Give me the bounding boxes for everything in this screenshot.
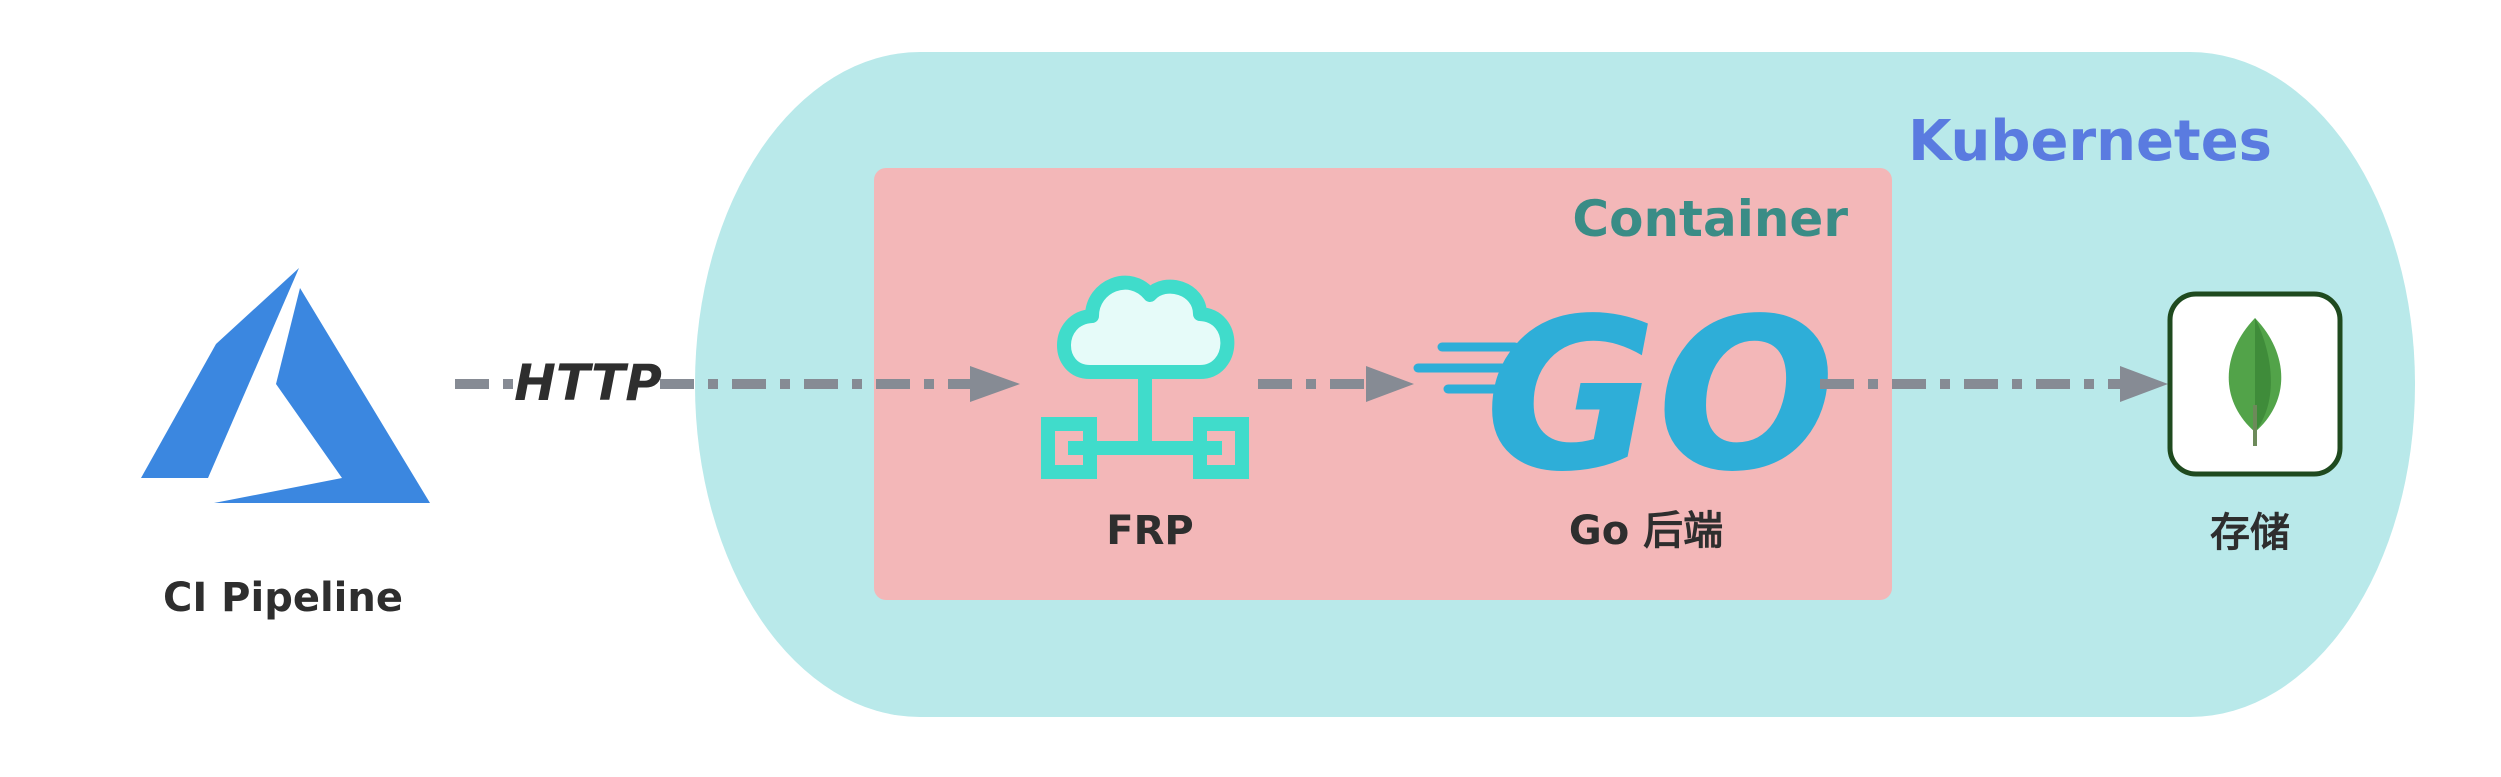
mongodb-leaf-icon <box>2228 318 2282 446</box>
ci-pipeline-label: CI Pipeline <box>163 575 403 621</box>
edge-ci-to-frp-arrowhead <box>970 366 1020 402</box>
go-logo-text: GO <box>1485 273 1836 518</box>
edge-frp-to-go-arrowhead <box>1366 366 1414 402</box>
storage-label: 存储 <box>2210 510 2290 556</box>
azure-devops-icon <box>141 268 430 503</box>
container-label: Container <box>1572 190 1848 248</box>
kubernetes-label: Kubernetes <box>1908 109 2272 174</box>
frp-label: FRP <box>1106 508 1193 554</box>
edge-go-to-storage <box>1820 366 2168 402</box>
edge-ci-to-frp <box>455 366 1020 402</box>
edge-frp-to-go <box>1258 366 1414 402</box>
go-backend-label: Go 后端 <box>1569 508 1723 554</box>
edge-go-to-storage-arrowhead <box>2120 366 2168 402</box>
go-logo-icon: GO <box>1413 273 1836 518</box>
cloud-network-icon <box>1041 275 1249 479</box>
http-label: HTTP <box>514 354 662 412</box>
